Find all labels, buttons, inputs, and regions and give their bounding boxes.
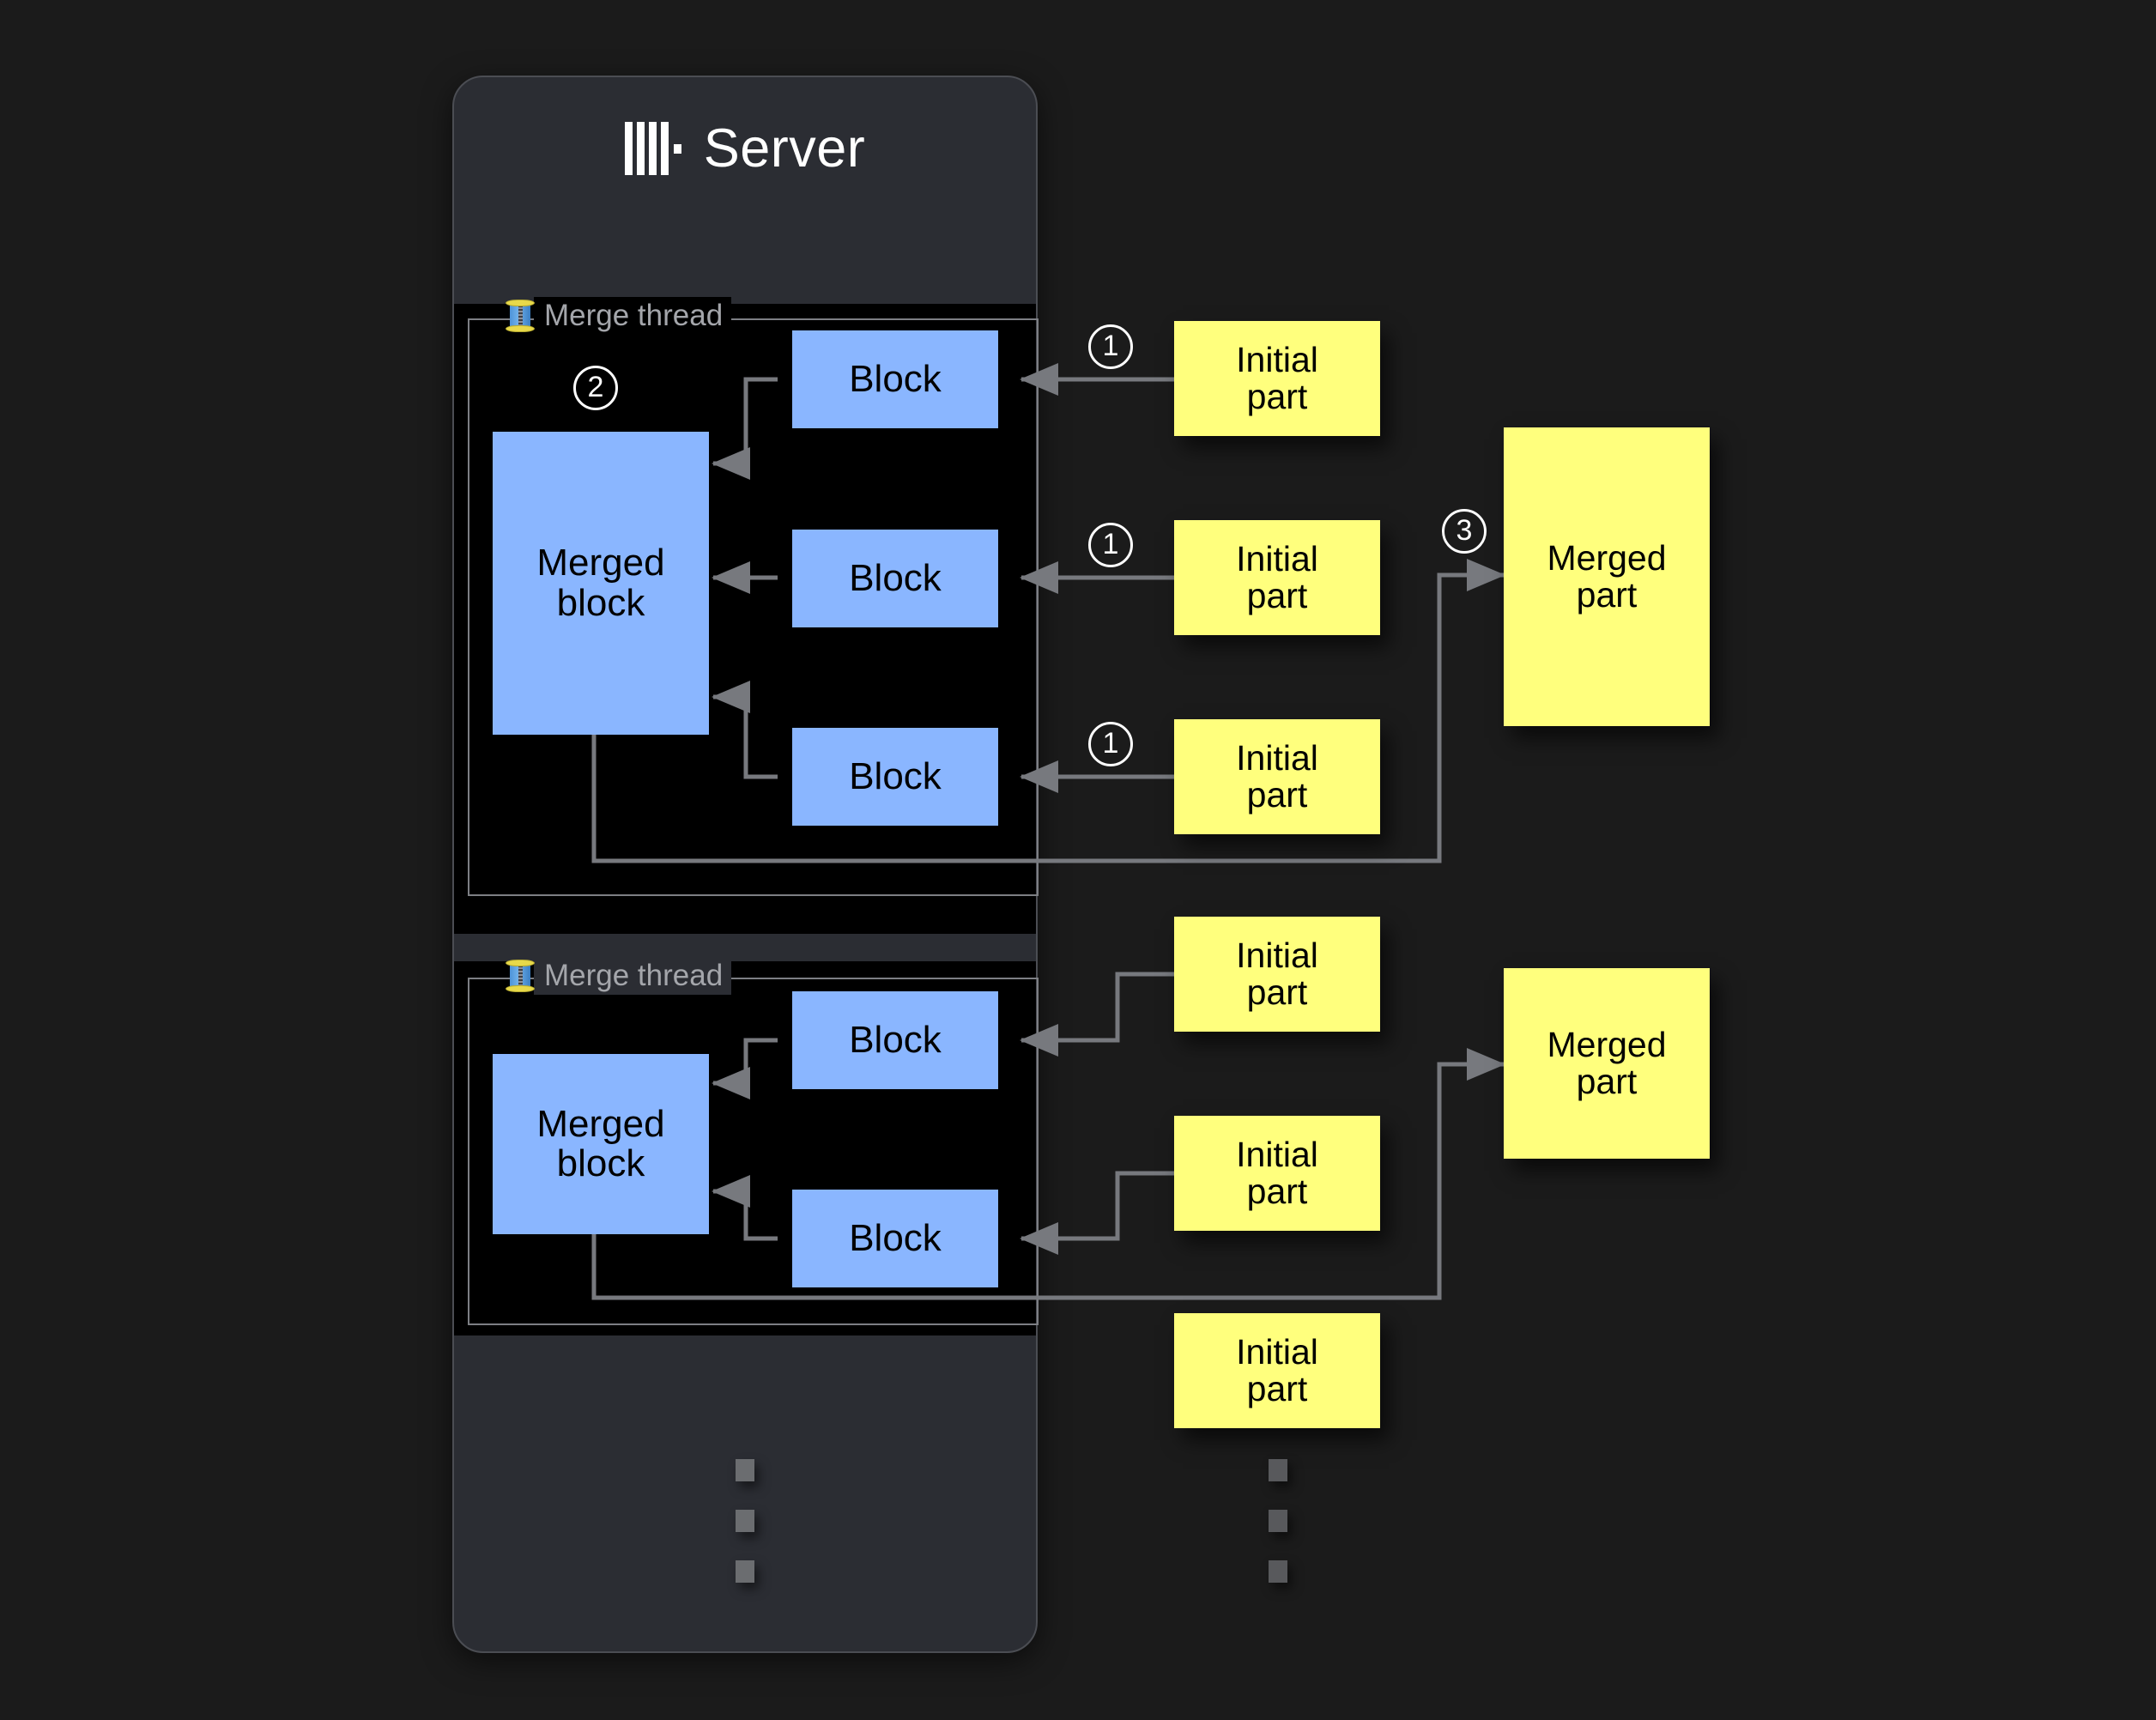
step-marker-1-c: 1 [1088,722,1133,766]
numeral-2-glyph: 2 [588,373,604,403]
block-1-2: Block [792,530,998,627]
step-marker-1-a: 1 [1088,324,1133,369]
block-1-3: Block [792,728,998,826]
initial-part-1-3: Initial part [1174,719,1380,834]
initial-part-1-2: Initial part [1174,520,1380,635]
merged-part-2: Merged part [1504,968,1710,1159]
ellipsis-dot [1269,1560,1287,1583]
thread-spool-icon [505,959,536,993]
svg-text:3: 3 [1457,517,1473,546]
initial-part-2-1: Initial part [1174,917,1380,1032]
numeral-1-glyph: 1 [1103,530,1119,560]
initial-part-label: Initial part [1236,1331,1318,1408]
block-2-1: Block [792,991,998,1089]
block-1-1: Block [792,330,998,428]
ellipsis-dot [1269,1510,1287,1532]
initial-part-label: Initial part [1236,1134,1318,1211]
ellipsis-dot [1269,1459,1287,1481]
block-label: Block [849,357,942,400]
ellipsis-dot [736,1560,754,1583]
initial-part-1-1: Initial part [1174,321,1380,436]
merge-thread-2-label: Merge thread [505,957,732,995]
label-backdrop [534,957,732,995]
thread-spool-icon [505,299,536,333]
merged-block-label: Merged block [536,1102,665,1184]
merged-part-1: Merged part [1504,427,1710,726]
initial-part-label: Initial part [1236,339,1318,416]
svg-text:1: 1 [1103,332,1119,361]
step-marker-3: 3 [1442,509,1487,554]
merged-part-label: Merged part [1547,1024,1667,1101]
ellipsis-dot [736,1510,754,1532]
svg-text:1: 1 [1103,530,1119,560]
initial-part-2-2: Initial part [1174,1116,1380,1231]
initial-part-label: Initial part [1236,737,1318,815]
block-label: Block [849,754,942,797]
block-2-2: Block [792,1190,998,1287]
merge-thread-1-label: Merge thread [505,297,732,335]
block-label: Block [849,1018,942,1061]
svg-text:1: 1 [1103,730,1119,759]
merge-thread-label-text: Merge thread [544,299,724,332]
initial-part-2-3: Initial part [1174,1313,1380,1428]
label-backdrop [534,297,732,335]
merge-thread-label-text: Merge thread [544,959,724,992]
svg-text:2: 2 [588,373,604,403]
numeral-1-glyph: 1 [1103,730,1119,759]
merged-block-thread-1: Merged block [493,432,709,735]
server-ellipsis [736,1459,754,1611]
numeral-3-glyph: 3 [1457,517,1473,546]
numeral-1-glyph: 1 [1103,332,1119,361]
ellipsis-dot [736,1459,754,1481]
step-marker-1-b: 1 [1088,523,1133,567]
merged-block-thread-2: Merged block [493,1054,709,1234]
initial-part-label: Initial part [1236,935,1318,1012]
merged-block-label: Merged block [536,542,665,624]
step-marker-2: ② 2 [573,366,618,410]
merged-part-label: Merged part [1547,537,1667,615]
block-label: Block [849,556,942,599]
block-label: Block [849,1216,942,1259]
parts-ellipsis [1269,1459,1287,1611]
initial-part-label: Initial part [1236,538,1318,615]
